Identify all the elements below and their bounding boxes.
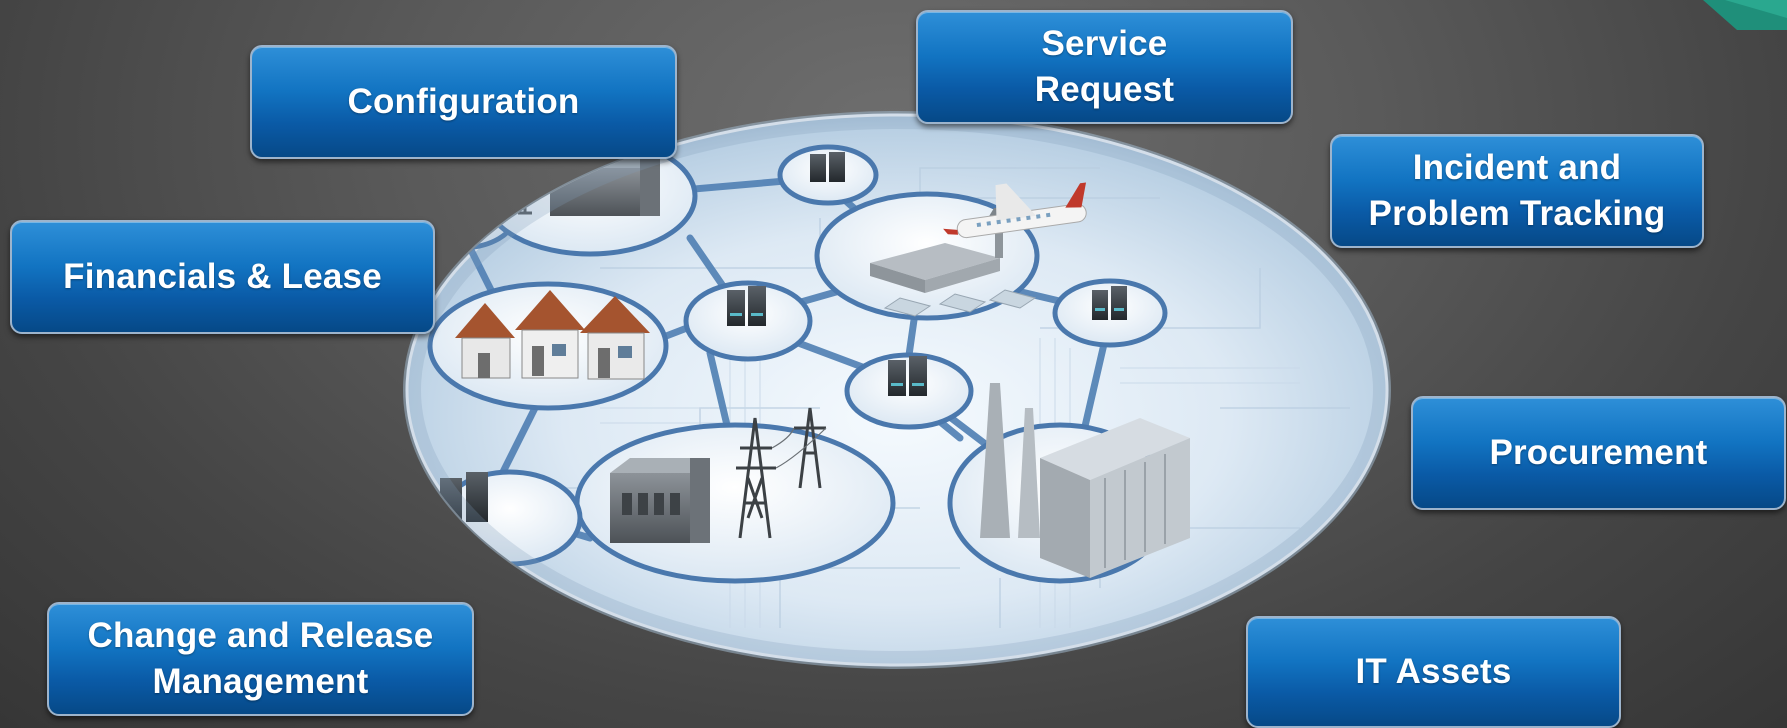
financials-lease-button[interactable]: Financials & Lease bbox=[10, 220, 435, 334]
service-request-button[interactable]: Service Request bbox=[916, 10, 1293, 124]
it-assets-button[interactable]: IT Assets bbox=[1246, 616, 1621, 728]
configuration-button[interactable]: Configuration bbox=[250, 45, 677, 159]
network-hub-illustration bbox=[400, 108, 1395, 673]
change-release-management-button[interactable]: Change and Release Management bbox=[47, 602, 474, 716]
incident-problem-tracking-button[interactable]: Incident and Problem Tracking bbox=[1330, 134, 1704, 248]
corner-accent bbox=[1697, 0, 1787, 30]
procurement-button[interactable]: Procurement bbox=[1411, 396, 1786, 510]
